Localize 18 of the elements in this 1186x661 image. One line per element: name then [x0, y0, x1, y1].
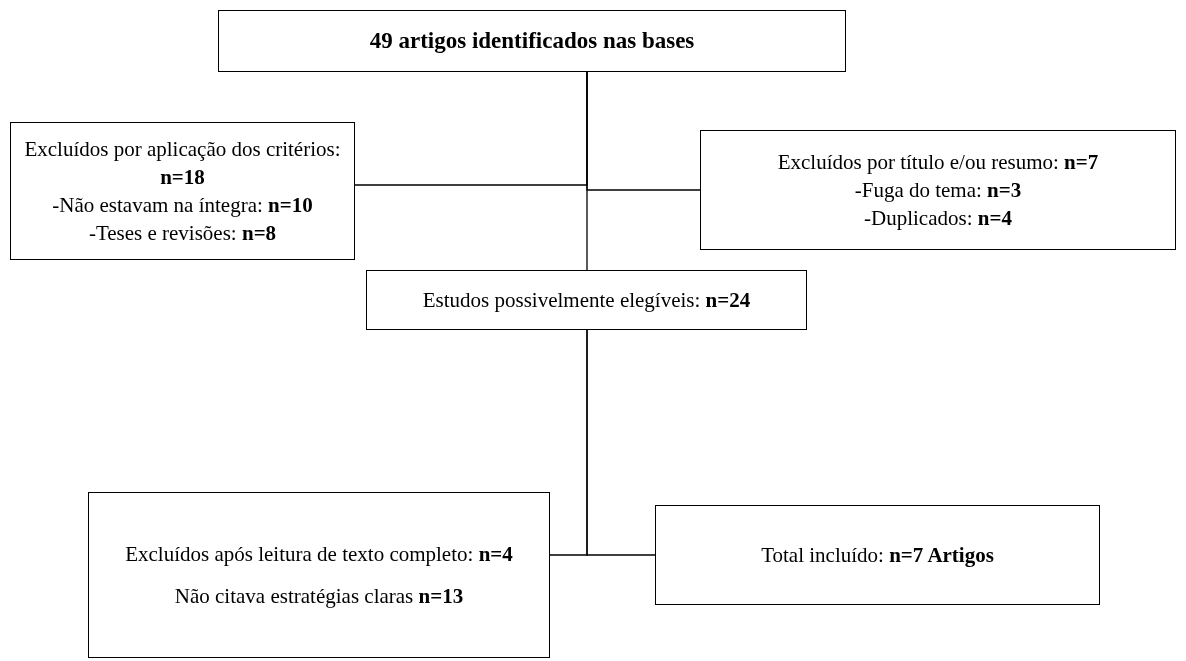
box-text: -Não estavam na íntegra: n=10: [52, 192, 313, 219]
box-text: -Fuga do tema: n=3: [854, 177, 1022, 204]
connector-line: [586, 329, 656, 556]
box-text: 49 artigos identificados nas bases: [369, 26, 695, 55]
process-box: [10, 122, 355, 260]
box-text: Excluídos após leitura de texto completo: n=4: [125, 541, 513, 568]
box-text: Não citava estratégias claras n=13: [174, 583, 464, 610]
box-text: -Teses e revisões: n=8: [88, 220, 277, 247]
connector-line: [586, 71, 588, 271]
process-box: [655, 505, 1100, 605]
box-text: Total incluído: n=7 Artigos: [761, 542, 994, 569]
process-box: [366, 270, 807, 330]
box-text: -Duplicados: n=4: [864, 205, 1012, 232]
process-box: [88, 492, 550, 658]
process-box: [218, 10, 846, 72]
box-text: Excluídos por título e/ou resumo: n=7: [777, 149, 1099, 176]
box-text: Estudos possivelmente elegíveis: n=24: [422, 287, 751, 314]
process-box: [700, 130, 1176, 250]
